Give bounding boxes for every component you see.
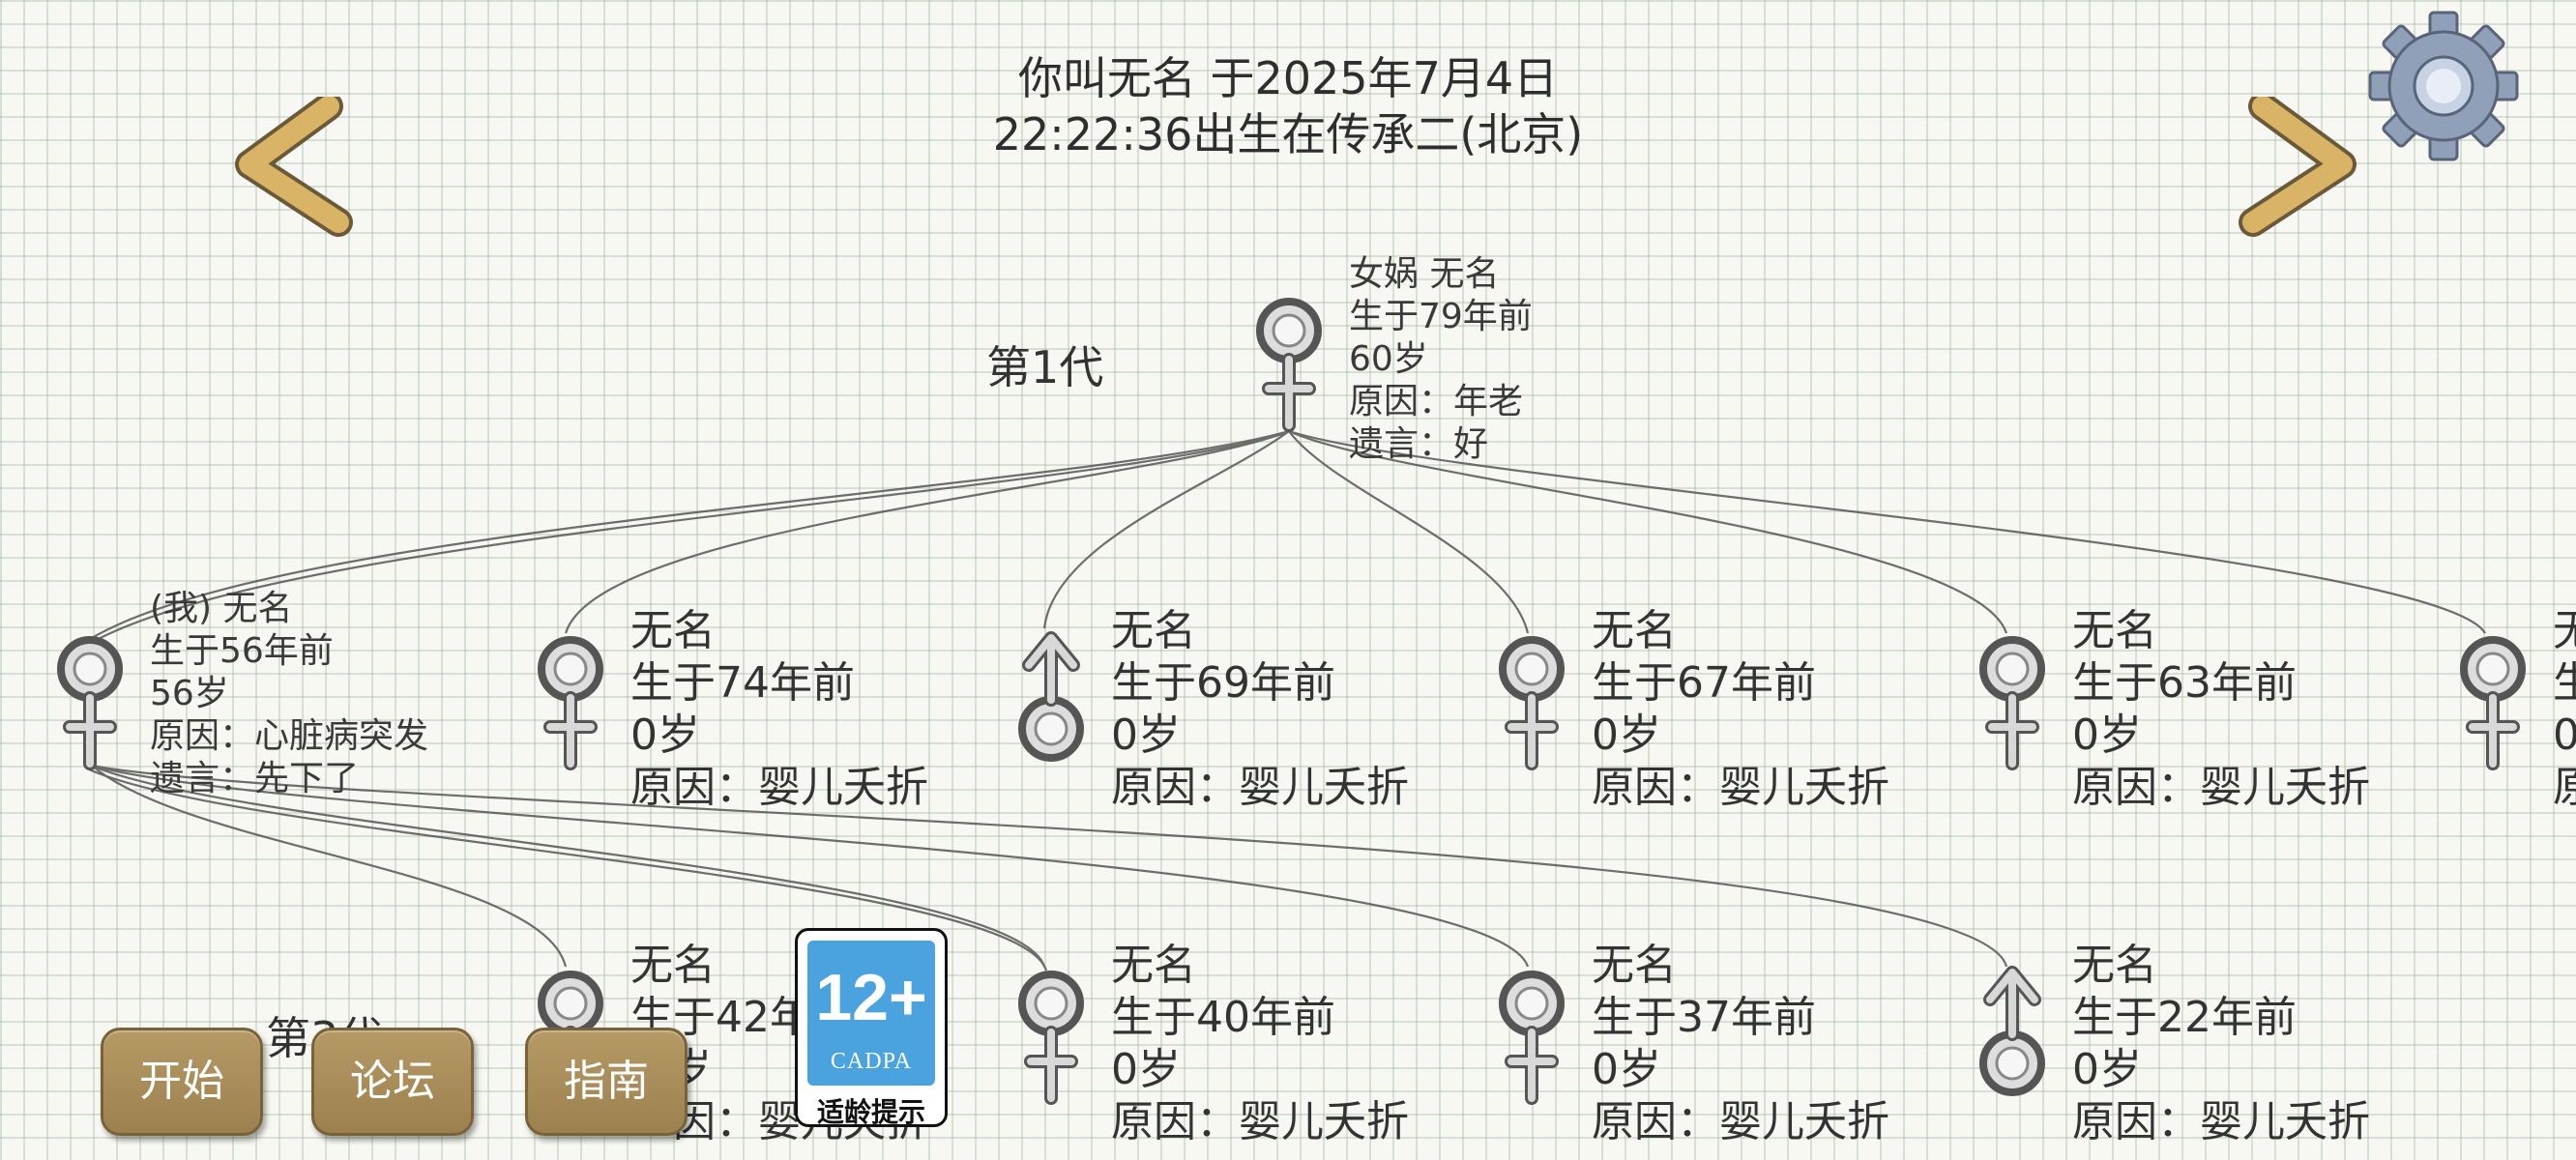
person-age: 0岁 xyxy=(1111,1045,1181,1094)
person-info: 无名 生于67年前 0岁 原因：婴儿夭折 xyxy=(1592,605,1889,814)
person-name: 无名 xyxy=(630,606,716,655)
person-birth: 生于69年前 xyxy=(1111,658,1335,708)
female-symbol-icon xyxy=(57,636,123,770)
person-birth: 生于56年前 xyxy=(150,631,334,671)
birth-info-title: 你叫无名 于2025年7月4日 22:22:36出生在传承二(北京) xyxy=(805,50,1771,162)
birth-info-line2: 22:22:36出生在传承二(北京) xyxy=(992,108,1584,160)
person-cause: 原因：婴儿夭折 xyxy=(2072,763,2370,812)
chevron-left-icon[interactable] xyxy=(232,97,358,242)
start-button[interactable]: 开始 xyxy=(101,1028,263,1136)
person-cause: 原因：婴儿夭折 xyxy=(1592,1097,1889,1146)
person-age: 0岁 xyxy=(1111,710,1181,760)
person-birth: 生于22年前 xyxy=(2072,993,2297,1042)
person-name: 无名 xyxy=(1592,606,1677,655)
person-cause: 原因：婴儿夭折 xyxy=(1111,1097,1409,1146)
female-symbol-icon xyxy=(1256,298,1322,432)
person-cause: 原因：婴儿夭折 xyxy=(1592,763,1889,812)
person-name: 无名 xyxy=(630,941,716,990)
person-cause: 原因：心脏病突发 xyxy=(150,716,429,756)
female-symbol-icon xyxy=(1018,971,1084,1105)
person-birth: 生于63年前 xyxy=(2072,658,2297,708)
person-age: 0岁 xyxy=(2072,710,2142,760)
gear-icon[interactable] xyxy=(2367,10,2520,162)
person-age: 56岁 xyxy=(150,674,229,713)
person-birth: 生 xyxy=(2553,658,2576,708)
person-name: 女娲 无名 xyxy=(1349,254,1500,294)
chevron-right-icon[interactable] xyxy=(2234,97,2359,242)
female-symbol-icon xyxy=(1499,971,1565,1105)
person-info: 无 生 0 原 xyxy=(2553,605,2576,814)
male-symbol-icon xyxy=(1979,966,2045,1096)
person-age: 0岁 xyxy=(2072,1045,2142,1094)
person-cause: 原因：婴儿夭折 xyxy=(2072,1097,2370,1146)
person-info: 无名 生于69年前 0岁 原因：婴儿夭折 xyxy=(1111,605,1409,814)
age-rating-org: CADPA xyxy=(830,1049,913,1074)
female-symbol-icon xyxy=(1499,636,1565,770)
person-info: 无名 生于63年前 0岁 原因：婴儿夭折 xyxy=(2072,605,2370,814)
age-rating-number: 12+ xyxy=(815,961,927,1034)
guide-button[interactable]: 指南 xyxy=(525,1028,688,1136)
generation-1-label: 第1代 xyxy=(986,341,1104,393)
female-symbol-icon xyxy=(1979,636,2045,770)
person-cause: 原 xyxy=(2553,763,2576,812)
person-name: (我) 无名 xyxy=(150,589,293,628)
person-info: 无名 生于37年前 0岁 原因：婴儿夭折 xyxy=(1592,940,1889,1148)
person-birth: 生于37年前 xyxy=(1592,993,1816,1042)
person-name: 无 xyxy=(2553,606,2576,655)
forum-button[interactable]: 论坛 xyxy=(311,1028,474,1136)
person-name: 无名 xyxy=(1592,941,1677,990)
person-age: 0岁 xyxy=(1592,1045,1661,1094)
person-info: 无名 生于22年前 0岁 原因：婴儿夭折 xyxy=(2072,940,2370,1148)
person-last-words: 遗言：好 xyxy=(1349,424,1489,464)
age-rating-caption: 适龄提示 xyxy=(816,1096,925,1128)
person-birth: 生于79年前 xyxy=(1349,297,1533,336)
person-age: 0岁 xyxy=(630,710,700,760)
person-info: 女娲 无名 生于79年前 60岁 原因：年老 遗言：好 xyxy=(1349,253,1533,466)
person-name: 无名 xyxy=(2072,941,2157,990)
person-age: 0 xyxy=(2553,710,2576,760)
person-cause: 原因：年老 xyxy=(1349,382,1524,421)
person-birth: 生于67年前 xyxy=(1592,658,1816,708)
person-birth: 生于40年前 xyxy=(1111,993,1335,1042)
person-name: 无名 xyxy=(1111,941,1196,990)
person-info: 无名 生于40年前 0岁 原因：婴儿夭折 xyxy=(1111,940,1409,1148)
age-rating-badge: 12+ CADPA 适龄提示 xyxy=(795,928,948,1128)
person-name: 无名 xyxy=(1111,606,1196,655)
person-age: 0岁 xyxy=(1592,710,1661,760)
age-rating-panel: 12+ CADPA xyxy=(807,941,935,1086)
female-symbol-icon xyxy=(2460,636,2526,770)
birth-info-line1: 你叫无名 于2025年7月4日 xyxy=(1017,52,1559,104)
person-name: 无名 xyxy=(2072,606,2157,655)
person-info: (我) 无名 生于56年前 56岁 原因：心脏病突发 遗言：先下了 xyxy=(150,588,428,800)
person-cause: 原因：婴儿夭折 xyxy=(1111,763,1409,812)
person-info: 无名 生于74年前 0岁 原因：婴儿夭折 xyxy=(630,605,928,814)
person-age: 60岁 xyxy=(1349,339,1428,379)
male-symbol-icon xyxy=(1018,631,1084,762)
female-symbol-icon xyxy=(538,636,603,770)
person-last-words: 遗言：先下了 xyxy=(150,759,360,798)
person-birth: 生于74年前 xyxy=(630,658,855,708)
person-cause: 原因：婴儿夭折 xyxy=(630,763,928,812)
